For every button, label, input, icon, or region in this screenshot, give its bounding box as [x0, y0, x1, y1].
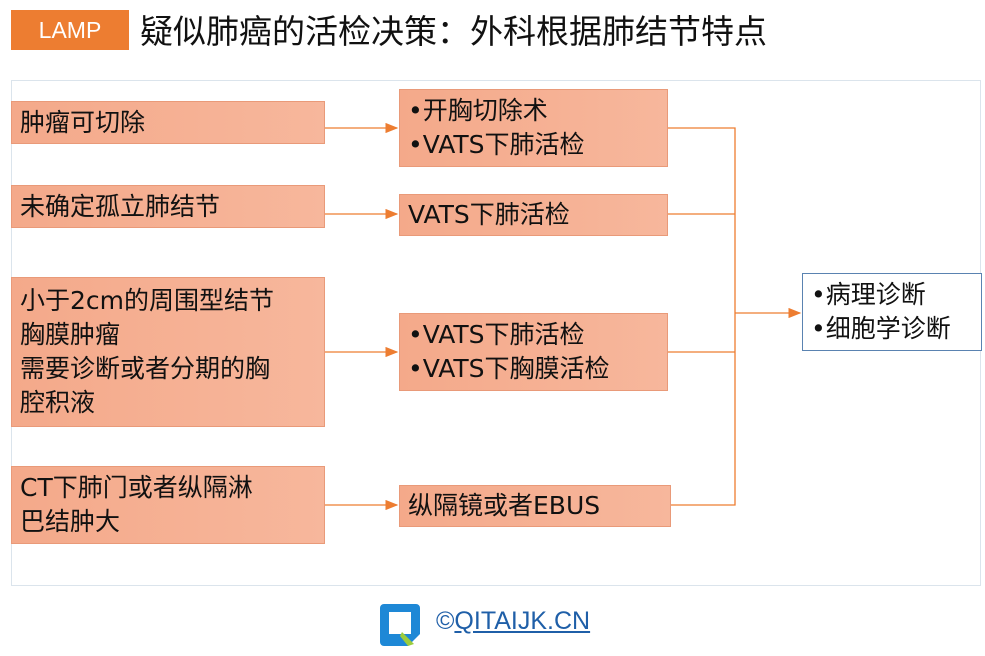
procedure-text: •VATS下肺活检 [408, 320, 585, 349]
condition-box-2: 未确定孤立肺结节 [11, 185, 325, 228]
condition-text: 肿瘤可切除 [20, 107, 146, 137]
condition-text: 胸膜肿瘤 [20, 320, 121, 349]
result-text: •病理诊断 [811, 280, 926, 309]
merge-line-4 [671, 313, 736, 506]
qitai-logo-icon [380, 604, 420, 646]
procedure-text: •VATS下胸膜活检 [408, 354, 610, 383]
condition-text: 小于2cm的周围型结节 [20, 286, 275, 315]
condition-box-3: 小于2cm的周围型结节 胸膜肿瘤 需要诊断或者分期的胸 腔积液 [11, 277, 325, 427]
condition-text: 巴结肿大 [20, 507, 121, 536]
condition-box-1: 肿瘤可切除 [11, 101, 325, 144]
site-link[interactable]: QITAIJK.CN [454, 607, 591, 635]
procedure-text: 纵隔镜或者EBUS [408, 491, 601, 520]
result-text: •细胞学诊断 [811, 314, 951, 343]
slide-title: 疑似肺癌的活检决策：外科根据肺结节特点 [140, 12, 767, 51]
procedure-box-2: VATS下肺活检 [399, 194, 668, 236]
site-credit: ©QITAIJK.CN [436, 607, 590, 636]
copyright-symbol: © [436, 607, 455, 635]
merge-line-1 [668, 127, 736, 313]
condition-text: 腔积液 [20, 388, 96, 417]
condition-text: 需要诊断或者分期的胸 [20, 354, 271, 383]
procedure-text: •VATS下肺活检 [408, 130, 585, 159]
procedure-text: VATS下肺活检 [408, 200, 570, 229]
procedure-box-4: 纵隔镜或者EBUS [399, 485, 671, 527]
procedure-text: •开胸切除术 [408, 96, 548, 125]
condition-text: 未确定孤立肺结节 [20, 191, 221, 221]
condition-box-4: CT下肺门或者纵隔淋 巴结肿大 [11, 466, 325, 544]
lamp-tag: LAMP [11, 10, 129, 50]
condition-text: CT下肺门或者纵隔淋 [20, 473, 253, 502]
procedure-box-1: •开胸切除术 •VATS下肺活检 [399, 89, 668, 167]
procedure-box-3: •VATS下肺活检 •VATS下胸膜活检 [399, 313, 668, 391]
result-box: •病理诊断 •细胞学诊断 [802, 273, 982, 351]
